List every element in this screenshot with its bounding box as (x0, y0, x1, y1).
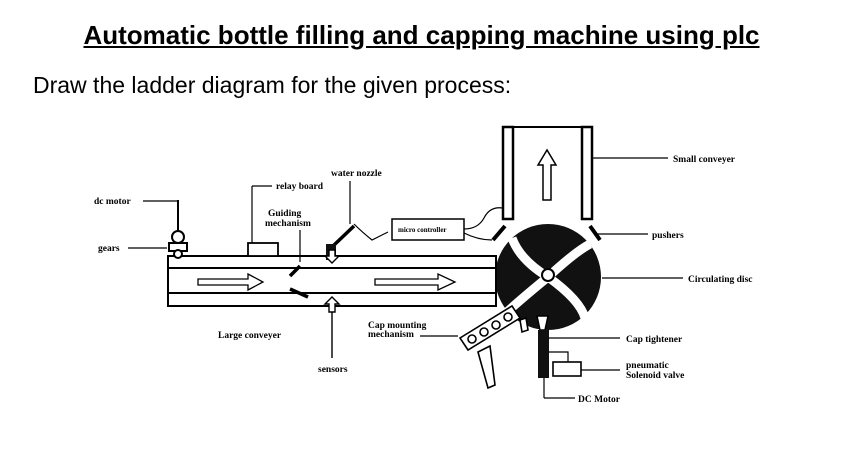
label-dc-motor: dc motor (94, 197, 131, 207)
label-pneumatic-2: Solenoid valve (626, 371, 684, 381)
label-dc-motor-2: DC Motor (578, 395, 621, 405)
label-relay-board: relay board (276, 182, 324, 192)
label-cap-tightener: Cap tightener (626, 335, 683, 345)
cap-mounting-mechanism (458, 304, 529, 390)
relay-board (247, 242, 279, 257)
label-pushers: pushers (652, 231, 684, 241)
label-small-conveyer: Small conveyer (673, 155, 736, 165)
label-guiding-1: Guiding (268, 209, 302, 219)
label-guiding-2: mechanism (265, 219, 311, 229)
guiding-mechanism (288, 264, 309, 299)
instruction-text: Draw the ladder diagram for the given pr… (33, 72, 512, 98)
label-sensors: sensors (318, 365, 348, 375)
label-pneumatic-1: pneumatic (626, 361, 669, 371)
gears (168, 200, 188, 259)
small-conveyer (501, 125, 594, 221)
cap-tightener (536, 315, 549, 378)
pneumatic-solenoid-valve (552, 361, 582, 377)
sensors (323, 249, 341, 358)
label-circulating-disc: Circulating disc (688, 275, 752, 285)
label-micro-controller: micro controller (398, 226, 447, 234)
label-water-nozzle: water nozzle (331, 169, 382, 179)
pushers (491, 224, 602, 242)
water-nozzle (326, 181, 389, 260)
label-gears: gears (98, 244, 120, 254)
page-title: Automatic bottle filling and capping mac… (83, 20, 760, 50)
label-cap-mounting-2: mechanism (368, 330, 414, 340)
label-cap-mounting-1: Cap mounting (368, 321, 427, 331)
label-large-conveyer: Large conveyer (218, 331, 282, 341)
